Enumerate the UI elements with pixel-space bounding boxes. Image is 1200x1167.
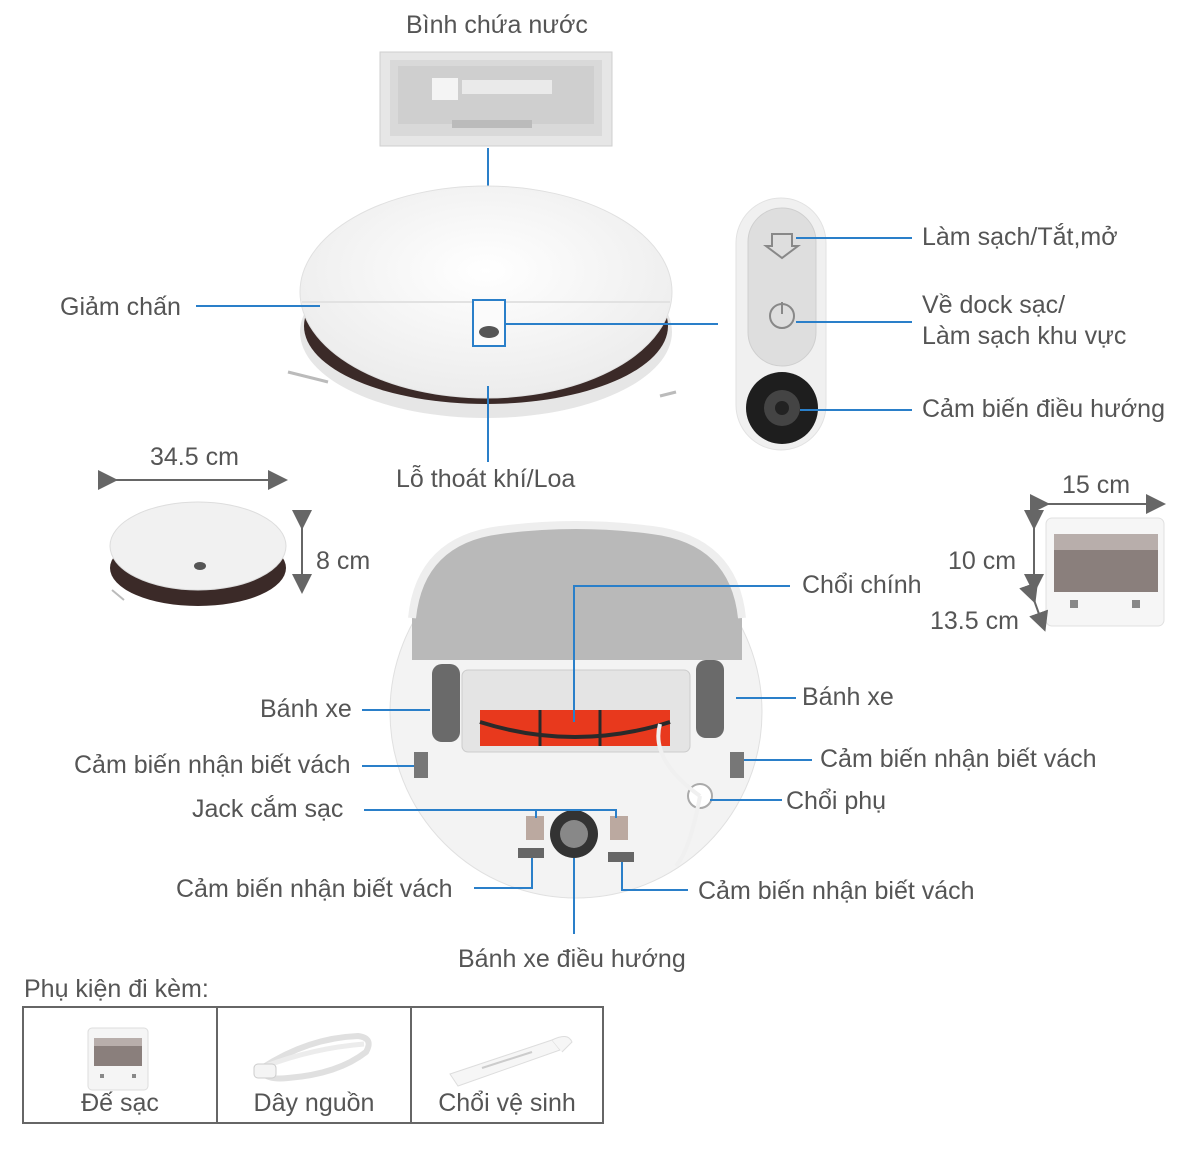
label-cliff-sensor-bottom-left: Cảm biến nhận biết vách: [176, 875, 453, 903]
label-cliff-sensor-bottom-right: Cảm biến nhận biết vách: [698, 877, 975, 905]
bottom-leader-lines: [362, 585, 812, 934]
label-side-brush: Chổi phụ: [786, 787, 887, 815]
label-robot-height: 8 cm: [316, 547, 371, 575]
charging-dock-icon: [87, 1027, 149, 1091]
label-caster-wheel: Bánh xe điều hướng: [458, 945, 686, 973]
power-cord-icon: [253, 1032, 372, 1082]
label-dock-height: 10 cm: [948, 547, 1017, 575]
button-panel-image: [735, 197, 827, 451]
label-cliff-sensor-left: Cảm biến nhận biết vách: [74, 751, 351, 779]
label-nav-sensor: Cảm biến điều hướng: [922, 395, 1165, 423]
label-dock-button: Về dock sạc/ Làm sạch khu vực: [922, 291, 1127, 351]
label-bumper: Giảm chấn: [60, 293, 181, 321]
label-exhaust-speaker: Lỗ thoát khí/Loa: [396, 465, 576, 493]
robot-side-image: [109, 501, 287, 606]
label-cliff-sensor-right: Cảm biến nhận biết vách: [820, 745, 1097, 773]
accessory-power-cord: Dây nguồn: [216, 1006, 412, 1124]
label-dock-width: 15 cm: [1062, 471, 1131, 499]
water-tank-image: [379, 51, 613, 147]
accessory-label: Chổi vệ sinh: [438, 1089, 576, 1117]
dock-depth-arrow: [1019, 581, 1049, 632]
robot-top-image: [287, 185, 677, 418]
accessory-cleaning-brush: Chổi vệ sinh: [410, 1006, 604, 1124]
label-wheel-right: Bánh xe: [802, 683, 894, 711]
cleaning-brush-icon: [449, 1036, 573, 1087]
accessory-label: Dây nguồn: [253, 1089, 375, 1117]
label-dock-depth: 13.5 cm: [930, 607, 1019, 635]
label-robot-width: 34.5 cm: [150, 443, 239, 471]
label-charge-jack: Jack cắm sạc: [192, 795, 344, 823]
label-clean-button: Làm sạch/Tắt,mở: [922, 223, 1118, 251]
accessories-title: Phụ kiện đi kèm:: [24, 975, 209, 1003]
accessory-label: Đế sạc: [81, 1089, 159, 1117]
dock-image: [1045, 517, 1165, 627]
label-water-tank: Bình chứa nước: [406, 11, 588, 39]
accessory-charging-dock: Đế sạc: [22, 1006, 218, 1124]
label-main-brush: Chổi chính: [802, 571, 922, 599]
robot-bottom-image: [389, 521, 763, 899]
label-wheel-left: Bánh xe: [260, 695, 352, 723]
